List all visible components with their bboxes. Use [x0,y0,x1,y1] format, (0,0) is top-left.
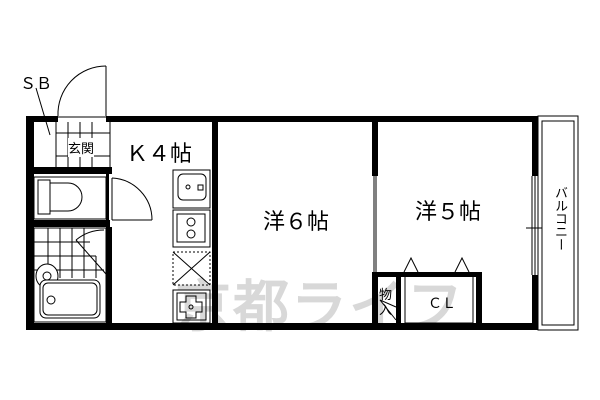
sb-label: ＳＢ [20,74,53,93]
closet-label: ＣＬ [428,296,456,312]
room5-label: 洋５帖 [415,200,482,225]
balcony-label: バルコニー [552,186,567,251]
genkan-label: 玄関 [68,138,95,157]
kitchen-label: Ｋ４帖 [126,142,193,167]
storage-label: 物入 [379,288,393,318]
room6-label: 洋６帖 [263,210,330,235]
